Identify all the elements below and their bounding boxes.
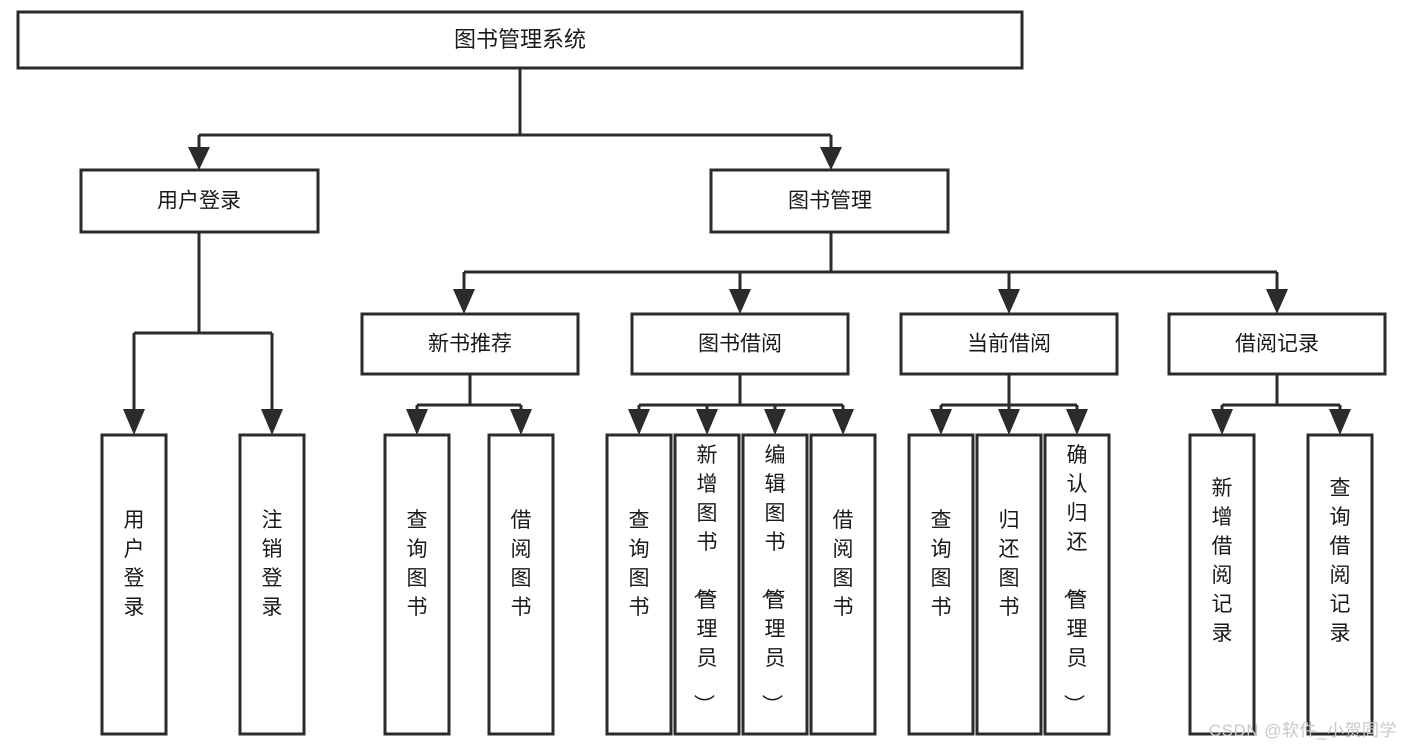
arrow-head-icon	[406, 409, 428, 435]
leaf-node[interactable]: 新增借阅记录	[1188, 433, 1256, 736]
leaf-query-book-1-label: 查询图书	[407, 509, 428, 619]
node-new-book-recommend[interactable]: 新书推荐	[360, 312, 580, 376]
leaf-add-book-admin-box[interactable]	[673, 433, 741, 736]
arrow-head-icon	[729, 289, 751, 314]
leaf-node[interactable]: 查询借阅记录	[1306, 433, 1374, 736]
node-book-borrow[interactable]: 图书借阅	[630, 312, 850, 376]
leaf-edit-book-admin-box[interactable]	[741, 433, 809, 736]
leaf-node[interactable]: 查询图书	[605, 433, 673, 736]
leaf-edit-book-admin-label: 编辑图书（管理员）	[760, 444, 786, 715]
arrow-head-icon	[1329, 409, 1351, 435]
leaf-node[interactable]: 查询图书	[383, 433, 451, 736]
arrow-head-icon	[453, 289, 475, 314]
arrow-head-icon	[696, 409, 718, 435]
arrow-head-icon	[123, 409, 145, 435]
connector-borrowrecord-to-leaves	[1211, 374, 1351, 435]
leaf-return-book-box[interactable]	[975, 433, 1043, 736]
node-book-manage-box[interactable]	[709, 168, 950, 234]
leaf-query-book-1-box[interactable]	[383, 433, 451, 736]
arrow-head-icon	[764, 409, 786, 435]
leaf-borrow-book-1-label: 借阅图书	[511, 509, 532, 619]
arrow-head-icon	[998, 409, 1020, 435]
arrow-head-icon	[930, 409, 952, 435]
arrow-head-icon	[1266, 289, 1288, 314]
leaf-node[interactable]: 用户登录	[100, 433, 168, 736]
connector-newbook-to-leaves	[406, 374, 532, 435]
node-book-manage-label: 图书管理	[788, 190, 872, 213]
arrow-head-icon	[832, 409, 854, 435]
leaf-node[interactable]: 借阅图书	[809, 433, 877, 736]
arrow-head-icon	[628, 409, 650, 435]
leaf-query-borrow-record-label: 查询借阅记录	[1330, 477, 1351, 645]
leaf-borrow-book-1-box[interactable]	[487, 433, 555, 736]
connector-bookmanage-to-level3	[453, 232, 1288, 314]
leaf-query-book-3-box[interactable]	[907, 433, 975, 736]
leaf-query-book-2-box[interactable]	[605, 433, 673, 736]
leaf-query-borrow-record-box[interactable]	[1306, 433, 1374, 736]
arrow-head-icon	[1066, 409, 1088, 435]
arrow-head-icon	[261, 409, 283, 435]
node-new-book-recommend-box[interactable]	[360, 312, 580, 376]
leaf-node[interactable]: 确认归还（管理员）	[1043, 433, 1111, 736]
leaf-user-logout-label: 注销登录	[262, 509, 283, 619]
leaf-node[interactable]: 查询图书	[907, 433, 975, 736]
node-borrow-record-box[interactable]	[1167, 312, 1387, 376]
arrow-head-icon	[510, 409, 532, 435]
arrow-head-icon	[188, 147, 210, 170]
leaf-user-login-box[interactable]	[100, 433, 168, 736]
node-current-borrow-label: 当前借阅	[967, 333, 1051, 356]
node-root-box[interactable]	[16, 10, 1024, 70]
node-user-login-box[interactable]	[79, 168, 320, 234]
node-book-borrow-label: 图书借阅	[698, 333, 782, 356]
leaf-confirm-return-admin-box[interactable]	[1043, 433, 1111, 736]
node-new-book-recommend-label: 新书推荐	[428, 333, 512, 356]
connector-userlogin-to-leaves	[123, 232, 283, 435]
leaf-query-book-3-label: 查询图书	[931, 509, 952, 619]
leaf-add-borrow-record-box[interactable]	[1188, 433, 1256, 736]
connector-root-to-level2	[188, 68, 842, 170]
node-borrow-record-label: 借阅记录	[1235, 333, 1319, 356]
leaf-add-borrow-record-label: 新增借阅记录	[1212, 477, 1233, 645]
leaf-borrow-book-2-box[interactable]	[809, 433, 877, 736]
arrow-head-icon	[820, 147, 842, 170]
node-user-login[interactable]: 用户登录	[79, 168, 320, 234]
node-root-label: 图书管理系统	[454, 27, 586, 52]
leaf-node[interactable]: 注销登录	[238, 433, 306, 736]
leaf-user-login-label: 用户登录	[124, 509, 145, 619]
csdn-watermark: CSDN @软件_小贺同学	[1208, 721, 1397, 740]
leaf-node[interactable]: 借阅图书	[487, 433, 555, 736]
arrow-head-icon	[998, 289, 1020, 314]
node-current-borrow[interactable]: 当前借阅	[899, 312, 1119, 376]
node-book-manage[interactable]: 图书管理	[709, 168, 950, 234]
leaf-query-book-2-label: 查询图书	[629, 509, 650, 619]
node-user-login-label: 用户登录	[157, 190, 241, 213]
leaf-borrow-book-2-label: 借阅图书	[833, 509, 854, 619]
leaf-add-book-admin-label: 新增图书（管理员）	[692, 444, 718, 715]
node-book-borrow-box[interactable]	[630, 312, 850, 376]
connector-bookborrow-to-leaves	[628, 374, 854, 435]
node-borrow-record[interactable]: 借阅记录	[1167, 312, 1387, 376]
leaf-return-book-label: 归还图书	[999, 509, 1020, 619]
connector-currentborrow-to-leaves	[930, 374, 1088, 435]
node-current-borrow-box[interactable]	[899, 312, 1119, 376]
leaf-node[interactable]: 编辑图书（管理员）	[741, 433, 809, 736]
leaf-node[interactable]: 归还图书	[975, 433, 1043, 736]
leaf-node[interactable]: 新增图书（管理员）	[673, 433, 741, 736]
leaf-user-logout-box[interactable]	[238, 433, 306, 736]
arrow-head-icon	[1211, 409, 1233, 435]
node-root[interactable]: 图书管理系统	[16, 10, 1024, 70]
leaf-confirm-return-admin-label: 确认归还（管理员）	[1062, 444, 1088, 715]
